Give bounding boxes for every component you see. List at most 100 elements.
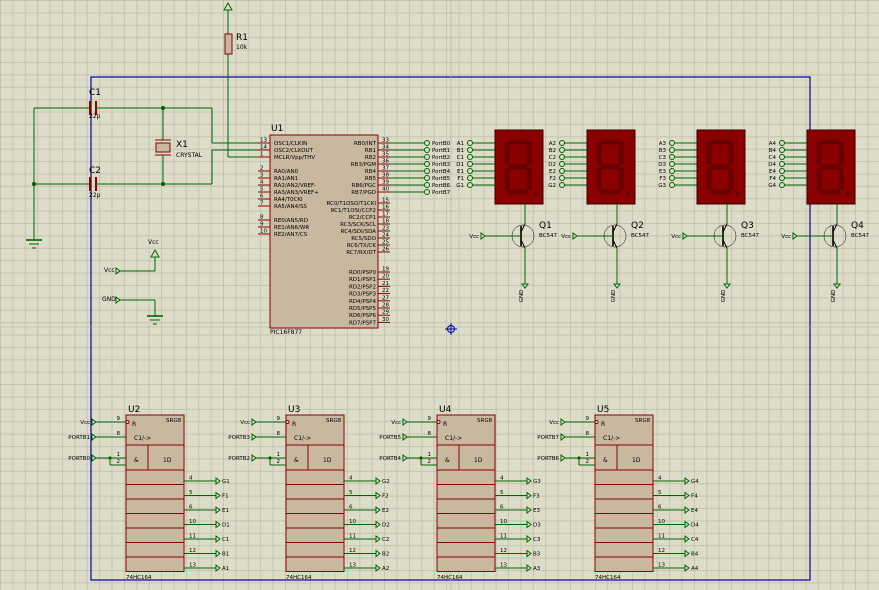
sr-output-terminal[interactable] <box>684 535 690 543</box>
display-input-terminal[interactable] <box>467 182 473 188</box>
sr-output-terminal[interactable] <box>375 564 381 572</box>
sr-output-terminal[interactable] <box>684 491 690 500</box>
sr-clock-terminal[interactable] <box>91 433 97 441</box>
sr-clock-terminal[interactable] <box>251 433 257 441</box>
sr-output-terminal[interactable] <box>526 491 532 500</box>
sr-data-terminal[interactable] <box>251 454 257 462</box>
sr-output-terminal[interactable] <box>684 564 690 572</box>
display-input-terminal[interactable] <box>559 154 565 160</box>
seven-segment-displays[interactable]: A1B1C1D1E1F1G1VccQ1BC547GNDA2B2C2D2E2F2G… <box>456 129 870 302</box>
display-input-terminal[interactable] <box>669 140 675 146</box>
sr-output-terminal[interactable] <box>684 506 690 514</box>
display-input-terminal[interactable] <box>669 175 675 181</box>
display-input-terminal[interactable] <box>779 175 785 181</box>
sr-control-block[interactable] <box>594 414 654 446</box>
gnd-terminal[interactable] <box>521 283 529 289</box>
sr-output-terminal[interactable] <box>215 520 221 529</box>
display-input-terminal[interactable] <box>559 140 565 146</box>
vcc-terminal[interactable] <box>792 232 798 240</box>
gnd-terminal[interactable] <box>833 283 841 289</box>
sr-vcc-terminal[interactable] <box>251 418 257 426</box>
sr-output-terminal[interactable] <box>684 477 690 485</box>
sr-output-terminal[interactable] <box>526 535 532 543</box>
vcc-terminal[interactable] <box>682 232 688 240</box>
display-input-terminal[interactable] <box>779 147 785 153</box>
sr-output-terminal[interactable] <box>684 549 690 558</box>
display-input-terminal[interactable] <box>559 161 565 167</box>
sr-output-terminal[interactable] <box>526 506 532 514</box>
portb-terminal[interactable] <box>424 182 430 188</box>
display-input-terminal[interactable] <box>669 154 675 160</box>
sr-output-terminal[interactable] <box>215 549 221 558</box>
sr-vcc-terminal[interactable] <box>560 418 566 426</box>
display-input-terminal[interactable] <box>779 168 785 174</box>
sr-output-terminal[interactable] <box>215 564 221 572</box>
portb-terminal[interactable] <box>424 168 430 174</box>
sr-control-block[interactable] <box>436 414 496 446</box>
sr-output-terminal[interactable] <box>215 491 221 500</box>
display-input-terminal[interactable] <box>669 161 675 167</box>
vcc-terminal[interactable] <box>480 232 486 240</box>
display-input-terminal[interactable] <box>467 147 473 153</box>
sr-data-terminal[interactable] <box>91 454 97 462</box>
display-input-terminal[interactable] <box>669 182 675 188</box>
sr-vcc-terminal[interactable] <box>91 418 97 426</box>
display-input-terminal[interactable] <box>669 168 675 174</box>
gnd-terminal[interactable] <box>723 283 731 289</box>
supply-terminals[interactable] <box>115 248 163 325</box>
sr-control-block[interactable] <box>125 414 185 446</box>
portb-terminal[interactable] <box>424 161 430 167</box>
sr-data-block[interactable] <box>594 444 654 471</box>
sr-output-terminal[interactable] <box>215 535 221 543</box>
display-input-terminal[interactable] <box>467 161 473 167</box>
sr-output-terminal[interactable] <box>526 477 532 485</box>
display-input-terminal[interactable] <box>779 154 785 160</box>
display-input-terminal[interactable] <box>779 140 785 146</box>
pic16f877-chip[interactable]: 13OSC1/CLKIN14OSC2/CLKOUT1MCLR/Vpp/THV2R… <box>258 134 451 329</box>
sr-output-terminal[interactable] <box>526 564 532 572</box>
portb-terminal[interactable] <box>424 154 430 160</box>
display-input-terminal[interactable] <box>467 175 473 181</box>
portb-terminal[interactable] <box>424 189 430 195</box>
display-input-terminal[interactable] <box>467 140 473 146</box>
sr-output-terminal[interactable] <box>526 520 532 529</box>
sr-clock-terminal[interactable] <box>560 433 566 441</box>
sr-output-terminal[interactable] <box>375 549 381 558</box>
sr-data-terminal[interactable] <box>560 454 566 462</box>
portb-terminal[interactable] <box>424 147 430 153</box>
sr-output-terminal[interactable] <box>375 506 381 514</box>
display-input-terminal[interactable] <box>467 168 473 174</box>
display-input-terminal[interactable] <box>559 168 565 174</box>
vcc-terminal[interactable] <box>572 232 578 240</box>
sr-clock-terminal[interactable] <box>402 433 408 441</box>
crystal-x1[interactable] <box>155 142 171 153</box>
display-input-terminal[interactable] <box>779 182 785 188</box>
portb-terminal[interactable] <box>424 140 430 146</box>
display-input-terminal[interactable] <box>467 154 473 160</box>
sr-output-terminal[interactable] <box>375 520 381 529</box>
resistor-r1[interactable] <box>224 33 233 55</box>
sr-data-terminal[interactable] <box>402 454 408 462</box>
display-input-terminal[interactable] <box>669 147 675 153</box>
sr-output-terminal[interactable] <box>375 477 381 485</box>
sr-output-terminal[interactable] <box>375 491 381 500</box>
portb-terminal[interactable] <box>424 175 430 181</box>
sr-output-terminal[interactable] <box>684 520 690 529</box>
display-input-terminal[interactable] <box>559 147 565 153</box>
reset-circuit[interactable] <box>223 1 258 158</box>
oscillator-circuit[interactable] <box>26 101 258 249</box>
transistor-type: BC547 <box>539 233 558 239</box>
shift-registers[interactable]: U2SRG8RC1/->&1D74HC1649Vcc8PORTB112PORTB… <box>68 405 699 581</box>
sr-output-terminal[interactable] <box>526 549 532 558</box>
mcu-body[interactable] <box>269 134 379 329</box>
display-input-terminal[interactable] <box>559 182 565 188</box>
sr-output-terminal[interactable] <box>215 477 221 485</box>
sr-vcc-terminal[interactable] <box>402 418 408 426</box>
sr-output-terminal[interactable] <box>215 506 221 514</box>
gnd-terminal[interactable] <box>613 283 621 289</box>
sr-output-terminal[interactable] <box>375 535 381 543</box>
display-input-terminal[interactable] <box>559 175 565 181</box>
display-input-terminal[interactable] <box>779 161 785 167</box>
